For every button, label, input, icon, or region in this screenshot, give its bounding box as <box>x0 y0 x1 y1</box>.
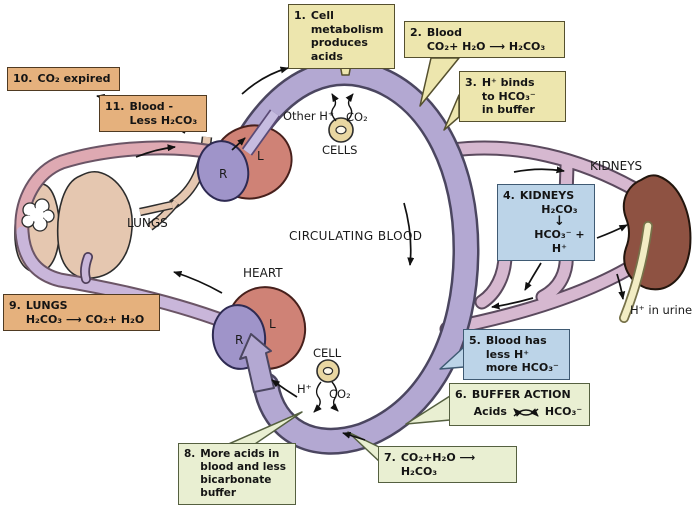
kidney <box>622 174 692 291</box>
cell-label: CELL <box>313 346 342 360</box>
kidneys-label: KIDNEYS <box>590 159 643 173</box>
note-line: CO₂ expired <box>37 72 111 85</box>
heart-label: HEART <box>243 266 283 280</box>
blood-into-heart-arrow <box>239 333 275 393</box>
note-line: BUFFER ACTION <box>471 388 571 401</box>
note-number: 5. <box>469 334 481 347</box>
note-number: 7. <box>384 451 396 464</box>
bottom-heart-right-label: R <box>235 333 244 347</box>
ureter <box>619 221 653 323</box>
other-h-label: Other H⁺ <box>283 109 335 123</box>
note-11-blood-less-h2co3: 11. Blood - Less H₂CO₃ <box>99 95 207 133</box>
down-arrow-icon: ↓ <box>553 214 565 230</box>
note-number: 4. <box>503 189 515 202</box>
note-10-co2-expired: 10. CO₂ expired <box>7 67 120 91</box>
note-number: 1. <box>294 9 306 22</box>
cell-icon <box>316 359 340 383</box>
note-line: LUNGS <box>25 299 68 312</box>
note-line: Cell metabolism <box>310 9 384 36</box>
note-line: Blood has <box>485 334 547 347</box>
top-heart-left-label: L <box>257 149 264 163</box>
note-line: less H⁺ <box>485 347 530 361</box>
note-line: blood and less <box>200 461 286 474</box>
note-9-lungs: 9. LUNGS H₂CO₃ ⟶ CO₂+ H₂O <box>3 294 160 332</box>
note-line: produces acids <box>310 36 368 63</box>
co2-bottom-label: CO₂ <box>329 387 351 401</box>
note-number: 10. <box>13 72 33 85</box>
lungs-label: LUNGS <box>127 216 168 230</box>
note-7-co2-h2o: 7. CO₂+H₂O ⟶ H₂CO₃ <box>378 446 517 484</box>
alveolus-puff-icon <box>21 198 55 232</box>
note-number: 3. <box>465 76 477 89</box>
circulating-blood-label: CIRCULATING BLOOD <box>289 229 423 243</box>
h-bottom-label: H⁺ <box>297 382 312 396</box>
note-line: H₂CO₃ <box>541 202 578 216</box>
note-number: 9. <box>9 299 21 312</box>
note-number: 6. <box>455 388 467 401</box>
buffer-cycle-icon <box>513 407 539 417</box>
buffer-bicarb-label: HCO₃⁻ <box>544 405 583 419</box>
note-4-kidneys: 4. KIDNEYS H₂CO₃ ↓ HCO₃⁻ + H⁺ <box>497 184 595 261</box>
note-line: CO₂+ H₂O ⟶ H₂CO₃ <box>426 39 546 53</box>
buffer-acids-label: Acids <box>473 405 507 419</box>
note-line: Blood - <box>129 100 174 113</box>
note-6-buffer-action: 6. BUFFER ACTION Acids HCO₃⁻ <box>449 383 590 426</box>
note-5-blood-less-h: 5. Blood has less H⁺ more HCO₃⁻ <box>463 329 570 380</box>
note-line: HCO₃⁻ + H⁺ <box>534 227 585 255</box>
cells-icon <box>328 117 354 143</box>
note-3-h-binds-buffer: 3. H⁺ binds to HCO₃⁻ in buffer <box>459 71 566 122</box>
note-2-blood-co2: 2. Blood CO₂+ H₂O ⟶ H₂CO₃ <box>404 21 565 59</box>
bottom-heart-left-label: L <box>269 317 276 331</box>
note-1-cell-metabolism: 1. Cell metabolism produces acids <box>288 4 395 69</box>
note-number: 8. <box>184 448 196 460</box>
circulating-blood-loop <box>234 59 480 455</box>
note-line: Blood <box>426 26 462 39</box>
cells-label: CELLS <box>322 143 358 157</box>
note-line: to HCO₃⁻ <box>481 89 536 103</box>
note-line: More acids in <box>200 448 280 460</box>
co2-top-label: CO₂ <box>346 110 368 124</box>
note-line: H⁺ binds <box>481 76 535 89</box>
note-line: bicarbonate <box>200 474 272 487</box>
note-8-more-acids: 8. More acids in blood and less bicarbon… <box>178 443 296 506</box>
note-number: 11. <box>105 100 125 113</box>
note-line: H₂CO₃ ⟶ CO₂+ H₂O <box>25 312 145 326</box>
h-in-urine-label: H⁺ in urine <box>630 303 692 317</box>
note-line: KIDNEYS <box>519 189 575 202</box>
note-line: in buffer <box>481 103 535 117</box>
note-line: buffer <box>200 487 237 500</box>
diffusion-squiggle-arrows <box>313 93 354 413</box>
bottom-heart <box>211 286 307 393</box>
note-line: more HCO₃⁻ <box>485 361 559 375</box>
note-line: Less H₂CO₃ <box>129 113 198 127</box>
note-number: 2. <box>410 26 422 39</box>
top-heart-right-label: R <box>219 167 228 181</box>
top-heart <box>196 109 293 202</box>
note-line: CO₂+H₂O ⟶ H₂CO₃ <box>400 451 476 478</box>
